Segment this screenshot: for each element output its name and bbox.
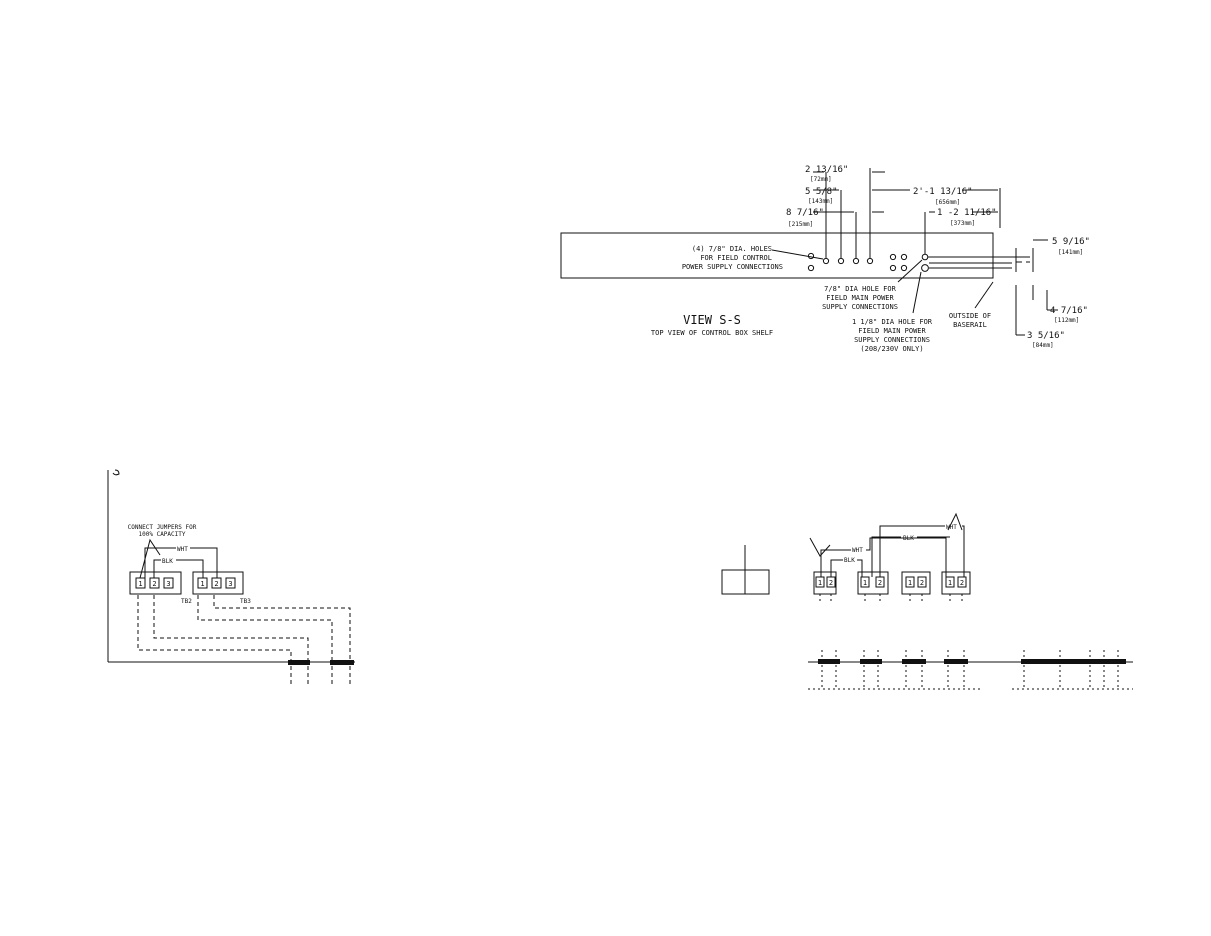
tb3-terminal-1: 1 [200, 580, 204, 588]
dim-4-7-16: 4 7/16" [1050, 306, 1088, 316]
wht-label-a: WHT [852, 547, 863, 554]
hole [837, 257, 845, 265]
dim-5-9-16: 5 9/16" [1052, 237, 1090, 247]
terminal-block-tb2 [129, 571, 182, 595]
block4-terminal-1: 1 [948, 579, 952, 587]
tb2-terminal-3: 3 [166, 580, 170, 588]
tb2-terminal-1: 1 [138, 580, 142, 588]
dim-2-13-16: 2 13/16" [805, 165, 848, 175]
terminal-block-3 [901, 571, 931, 595]
conduit-bar [944, 659, 968, 664]
callout-main-208-2: FIELD MAIN POWER [858, 327, 926, 335]
blk-label-left: BLK [162, 558, 173, 565]
tb3-terminal-2: 2 [214, 580, 218, 588]
block1-terminal-2: 2 [829, 579, 833, 587]
dim-2-1-13-16: 2'-1 13/16" [913, 187, 973, 197]
callout-baserail-2: BASERAIL [953, 321, 987, 329]
conduit-bar [1021, 659, 1126, 664]
view-s-s: 2 13/16" [72mm] 5 5/8" [143mm] 8 7/16" [… [560, 165, 1090, 353]
view-subtitle: TOP VIEW OF CONTROL BOX SHELF [651, 329, 773, 337]
terminal-block-tb3 [192, 571, 244, 595]
callout-main-hole-2: FIELD MAIN POWER [826, 294, 894, 302]
dim-1-2-11-16: 1 -2 11/16" [937, 208, 997, 218]
hole-main-power [921, 253, 929, 261]
hole-main-power-208 [921, 264, 929, 272]
dim-8-7-16: 8 7/16" [786, 208, 824, 218]
dim-2-1-13-16-mm: [656mm] [935, 199, 960, 206]
callout-main-208-1: 1 1/8" DIA HOLE FOR [852, 318, 933, 326]
view-title: VIEW S-S [683, 313, 741, 327]
callout-main-hole-3: SUPPLY CONNECTIONS [822, 303, 898, 311]
wiring-right: 1 2 1 2 1 2 1 2 WHT BLK WHT BLK [721, 512, 1133, 690]
callout-main-208-4: (208/230V ONLY) [860, 345, 923, 353]
blk-label-a: BLK [844, 557, 855, 564]
conduit-bar [860, 659, 882, 664]
block1-terminal-1: 1 [818, 579, 822, 587]
hole [900, 264, 908, 272]
wiring-left: CONNECT JUMPERS FOR 100% CAPACITY 1 2 3 … [107, 469, 355, 686]
block2-terminal-1: 1 [863, 579, 867, 587]
conduit-bar [330, 660, 354, 665]
tb3-terminal-3: 3 [228, 580, 232, 588]
hole [900, 253, 908, 261]
block3-terminal-1: 1 [908, 579, 912, 587]
blk-label-b: BLK [903, 535, 914, 542]
callout-control-holes-3: POWER SUPPLY CONNECTIONS [682, 263, 783, 271]
dim-2-13-16-mm: [72mm] [810, 176, 832, 183]
hole [807, 252, 815, 260]
conduit-bar [902, 659, 926, 664]
dim-4-7-16-mm: [112mm] [1054, 317, 1079, 324]
callout-baserail-1: OUTSIDE OF [949, 312, 991, 320]
terminal-block-1 [813, 571, 837, 595]
callout-control-holes-1: (4) 7/8" DIA. HOLES [692, 245, 772, 253]
dim-3-5-16-mm: [84mm] [1032, 342, 1054, 349]
hole [889, 253, 897, 261]
jumper-note-2: 100% CAPACITY [139, 531, 186, 538]
callout-control-holes-2: FOR FIELD CONTROL [700, 254, 772, 262]
hole [822, 257, 830, 265]
dim-5-5-8: 5 5/8" [805, 187, 838, 197]
tb3-label: TB3 [240, 598, 251, 605]
tb2-label: TB2 [181, 598, 192, 605]
block2-terminal-2: 2 [878, 579, 882, 587]
dim-5-9-16-mm: [141mm] [1058, 249, 1083, 256]
tb2-terminal-2: 2 [152, 580, 156, 588]
jumper-note-1: CONNECT JUMPERS FOR [128, 524, 197, 531]
block4-terminal-2: 2 [960, 579, 964, 587]
conduit-bar [818, 659, 840, 664]
dim-1-2-11-16-mm: [373mm] [950, 220, 975, 227]
terminal-block-4 [941, 571, 971, 595]
hole [807, 264, 815, 272]
dim-3-5-16: 3 5/16" [1027, 331, 1065, 341]
hole [852, 257, 860, 265]
callout-main-hole-1: 7/8" DIA HOLE FOR [824, 285, 896, 293]
terminal-block-2 [857, 571, 889, 595]
callout-main-208-3: SUPPLY CONNECTIONS [854, 336, 930, 344]
control-box-shelf-outline [560, 232, 994, 279]
hole [889, 264, 897, 272]
wht-label-left: WHT [177, 546, 188, 553]
dim-8-7-16-mm: [215mm] [788, 221, 813, 228]
hole [866, 257, 874, 265]
block3-terminal-2: 2 [920, 579, 924, 587]
dim-5-5-8-mm: [143mm] [808, 198, 833, 205]
conduit-bar [288, 660, 310, 665]
wht-label-b: WHT [946, 524, 957, 531]
